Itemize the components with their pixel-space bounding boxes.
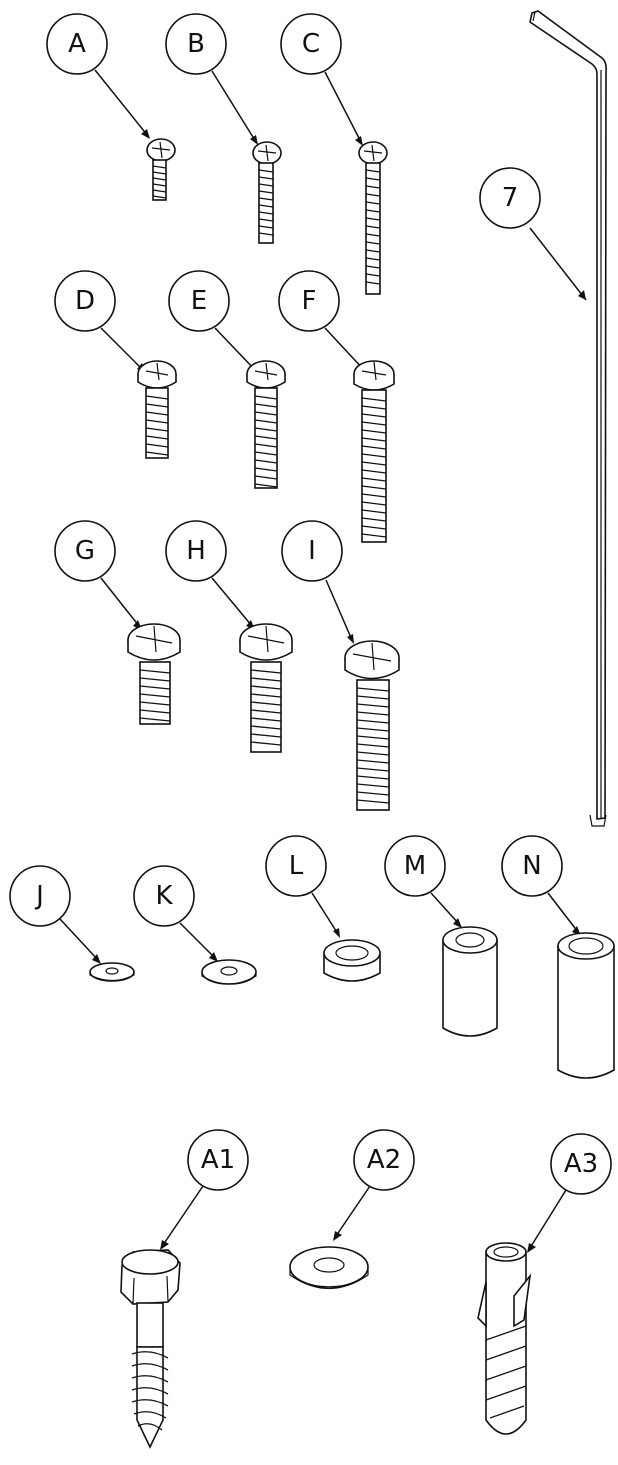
callout-label-K: K bbox=[155, 881, 173, 911]
callout-label-H: H bbox=[186, 536, 206, 566]
callout-F: F bbox=[278, 270, 340, 332]
part-J: J bbox=[9, 865, 135, 982]
part-A3: A3 bbox=[477, 1133, 612, 1435]
callout-M: M bbox=[384, 835, 446, 897]
callout-K: K bbox=[133, 865, 195, 927]
callout-G: G bbox=[54, 520, 116, 582]
callout-A3: A3 bbox=[550, 1133, 612, 1195]
callout-L: L bbox=[265, 835, 327, 897]
callout-label-F: F bbox=[302, 286, 317, 316]
callout-label-B: B bbox=[187, 29, 205, 59]
part-N: N bbox=[501, 835, 615, 1079]
part-I: I bbox=[281, 520, 400, 811]
callout-label-M: M bbox=[404, 851, 426, 881]
callout-J: J bbox=[9, 865, 71, 927]
part-K: K bbox=[133, 865, 257, 985]
callout-label-G: G bbox=[75, 536, 95, 566]
part-B: B bbox=[165, 13, 282, 244]
part-A: A bbox=[46, 13, 176, 201]
part-L: L bbox=[265, 835, 381, 982]
part-E: E bbox=[168, 270, 286, 489]
callout-label-N: N bbox=[522, 851, 541, 881]
callout-A: A bbox=[46, 13, 108, 75]
callout-label-C: C bbox=[302, 29, 320, 59]
callout-D: D bbox=[54, 270, 116, 332]
callout-label-A2: A2 bbox=[367, 1145, 401, 1175]
callout-C: C bbox=[280, 13, 342, 75]
callout-A1: A1 bbox=[187, 1129, 249, 1191]
callout-label-D: D bbox=[75, 286, 95, 316]
callout-H: H bbox=[165, 520, 227, 582]
callout-label-I: I bbox=[308, 536, 316, 566]
callout-label-J: J bbox=[34, 881, 44, 911]
part-H: H bbox=[165, 520, 293, 753]
callout-7: 7 bbox=[479, 167, 541, 229]
part-C: C bbox=[280, 13, 388, 295]
callout-N: N bbox=[501, 835, 563, 897]
callout-I: I bbox=[281, 520, 343, 582]
callout-E: E bbox=[168, 270, 230, 332]
part-A1: A1 bbox=[120, 1129, 249, 1449]
callout-A2: A2 bbox=[353, 1129, 415, 1191]
part-A2: A2 bbox=[289, 1129, 415, 1290]
callout-label-L: L bbox=[289, 851, 304, 881]
hex-key-7: 7 bbox=[479, 10, 607, 827]
part-M: M bbox=[384, 835, 498, 1037]
callout-label-A1: A1 bbox=[201, 1145, 235, 1175]
part-G: G bbox=[54, 520, 181, 725]
leader-7 bbox=[529, 227, 587, 301]
part-F: F bbox=[278, 270, 395, 543]
callout-label-A3: A3 bbox=[564, 1149, 598, 1179]
callout-label-7: 7 bbox=[502, 183, 519, 213]
callout-label-E: E bbox=[191, 286, 207, 316]
part-D: D bbox=[54, 270, 177, 459]
callout-label-A: A bbox=[68, 29, 86, 59]
callout-B: B bbox=[165, 13, 227, 75]
